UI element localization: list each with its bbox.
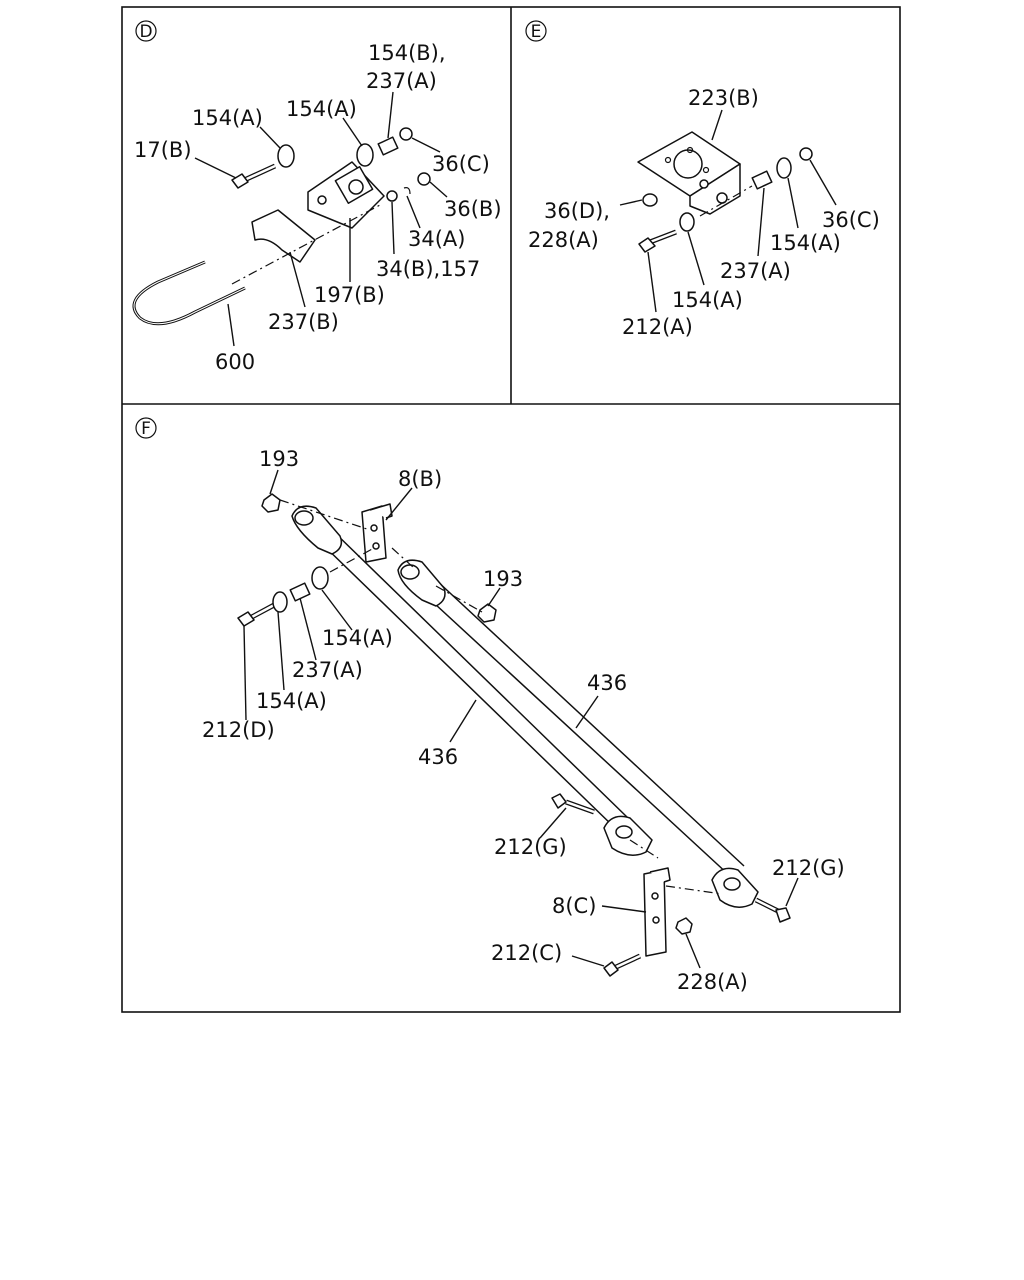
callout-154a: 154(A) [770,231,841,255]
nut-part [675,917,693,935]
callout-436: 436 [587,671,627,695]
callout-8b: 8(B) [398,467,442,491]
panel-d-callouts: 154(B), 237(A) 154(A) 154(A) 17(B) 36(C)… [134,41,502,374]
callout-154a: 154(A) [286,97,357,121]
panel-e-callouts: 223(B) 36(D), 228(A) 36(C) 154(A) 237(A)… [528,86,880,339]
bolt-part [551,793,595,815]
callout-8c: 8(C) [552,894,596,918]
callout-237a: 237(A) [720,259,791,283]
panel-f-circle-label: F [135,417,157,439]
callout-228a: 228(A) [677,970,748,994]
callout-212g: 212(G) [772,856,845,880]
callout-36c: 36(C) [432,152,490,176]
panel-d-circle-label: D [135,20,157,42]
panel-e: E 223(B) [525,20,880,339]
callout-237a: 237(A) [292,658,363,682]
clamp-block-part [251,209,316,263]
callout-212g: 212(G) [494,835,567,859]
bolt-part [603,953,642,977]
callout-154a: 154(A) [192,106,263,130]
panel-f-leaders [243,469,799,969]
callout-600: 600 [215,350,255,374]
panel-f-callouts: 193 8(B) 193 154(A) 237(A) 154(A) 212(D)… [202,447,845,994]
callout-154a: 154(A) [256,689,327,713]
nut-part [261,493,281,513]
link-rod-part [291,505,653,856]
callout-197b: 197(B) [314,283,385,307]
callout-154a: 154(A) [672,288,743,312]
bolt-part [638,229,677,253]
callout-237b: 237(B) [268,310,339,334]
panel-e-circle-label: E [525,20,547,42]
callout-36d: 36(D), [544,199,610,223]
bracket-part [643,867,671,957]
bracket-part [361,503,393,563]
callout-212a: 212(A) [622,315,693,339]
nut-part [477,603,497,623]
callout-212d: 212(D) [202,718,275,742]
callout-223b: 223(B) [688,86,759,110]
panel-d: D [132,20,502,374]
panel-e-leaders [619,109,837,313]
svg-text:E: E [531,22,542,42]
bracket-flange-part [689,163,741,215]
callout-193: 193 [483,567,523,591]
panel-d-leaders [194,91,448,347]
callout-34a: 34(A) [408,227,465,251]
link-rod-part [397,559,759,908]
bolt-part [754,897,791,923]
svg-text:D: D [139,22,152,42]
bolt-part [237,601,278,627]
callout-237a: 237(A) [366,69,437,93]
bolt-part [231,163,277,189]
panel-f: F [135,417,845,994]
callout-36c: 36(C) [822,208,880,232]
diagram-frames [121,6,901,1013]
callout-17b: 17(B) [134,138,192,162]
svg-text:F: F [141,419,151,439]
callout-154a: 154(A) [322,626,393,650]
callout-36b: 36(B) [444,197,502,221]
callout-154b: 154(B), [368,41,446,65]
callout-34b-157: 34(B),157 [376,257,480,281]
callout-193: 193 [259,447,299,471]
callout-436: 436 [418,745,458,769]
callout-228a: 228(A) [528,228,599,252]
callout-212c: 212(C) [491,941,562,965]
